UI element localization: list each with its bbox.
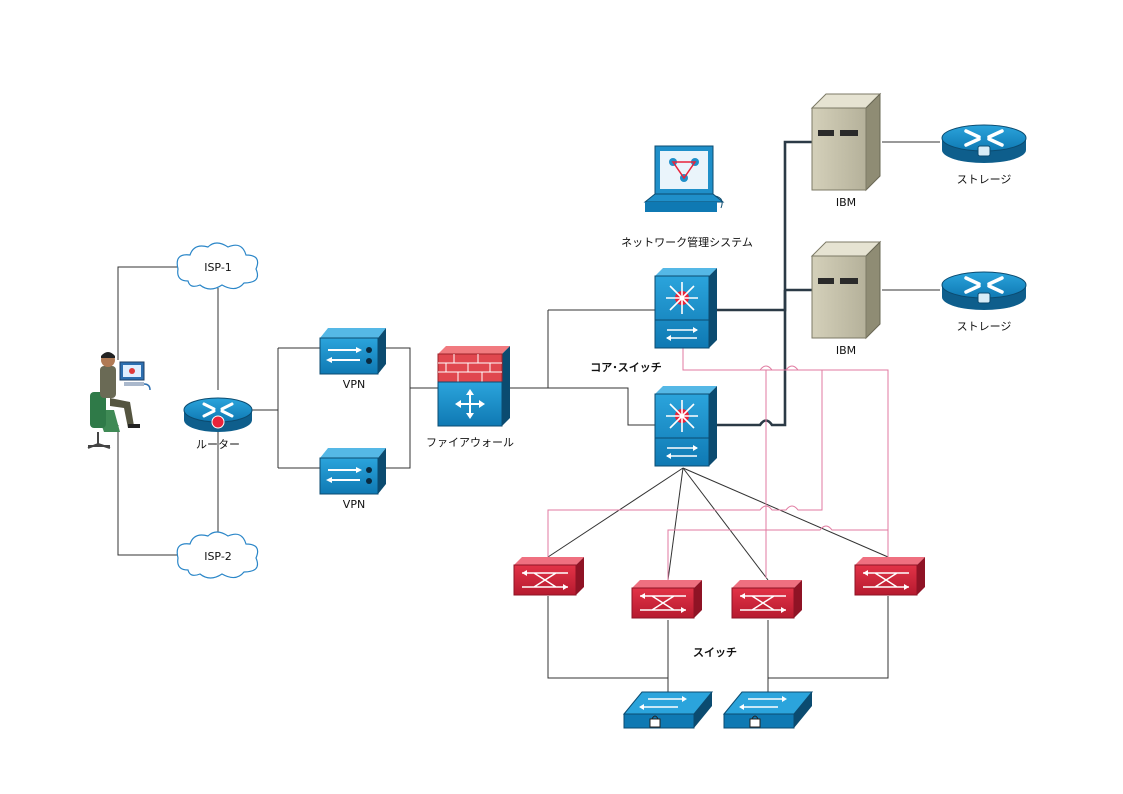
- link-access-locked-2: [767, 596, 889, 700]
- link-core-access-3: [682, 467, 769, 581]
- access-switch-4: [854, 557, 925, 596]
- isp2-label: ISP-2: [204, 550, 232, 563]
- redundant-lines: [547, 348, 889, 580]
- locked-workgroup-switch-icon: [722, 691, 814, 729]
- link-access-locked: [547, 596, 669, 700]
- nms-label: ネットワーク管理システム: [621, 235, 753, 249]
- cloud-icon: [176, 531, 259, 579]
- server-tower-icon: [810, 92, 882, 192]
- access-switch-icon: [731, 580, 802, 619]
- core-switch-top: [654, 268, 717, 349]
- server-top-node: IBM: [810, 92, 882, 209]
- link-user-isp2: [117, 425, 182, 556]
- core-switch-label: コア･スイッチ: [590, 361, 662, 374]
- storage-router-icon: [941, 124, 1027, 163]
- storage-top-node: ストレージ: [941, 124, 1027, 186]
- server-tower-icon: [810, 240, 882, 340]
- vpn-bottom-label: VPN: [343, 498, 365, 511]
- storage-bottom-node: ストレージ: [941, 271, 1027, 333]
- vpn-concentrator-icon: [319, 448, 386, 495]
- storage-router-icon: [941, 271, 1027, 310]
- switch-group-label: スイッチ: [693, 646, 737, 659]
- link-user-isp1: [117, 266, 182, 360]
- firewall-icon: [437, 346, 510, 427]
- locked-switch-left: [622, 691, 714, 729]
- router-icon: [183, 397, 253, 432]
- locked-switch-right: [722, 691, 814, 729]
- server-bottom-node: IBM: [810, 240, 882, 357]
- vpn-bottom-node: VPN: [319, 448, 386, 511]
- storage-bottom-label: ストレージ: [957, 320, 1012, 333]
- vpn-top-node: VPN: [319, 328, 386, 391]
- firewall-label: ファイアウォール: [426, 436, 514, 449]
- vpn-concentrator-icon: [319, 328, 386, 375]
- user-at-workstation-icon: [87, 352, 151, 449]
- cloud-isp1: ISP-1: [176, 242, 259, 290]
- link-firewall-core: [510, 309, 655, 426]
- router-node: ルーター: [183, 397, 253, 451]
- cloud-icon: [176, 242, 259, 290]
- firewall-node: ファイアウォール: [426, 346, 514, 449]
- connection-lines: [117, 141, 940, 700]
- isp1-label: ISP-1: [204, 261, 232, 274]
- access-switch-1: [513, 557, 584, 596]
- link-router-vpn: [252, 347, 320, 469]
- layer3-switch-icon: [654, 386, 717, 467]
- layer3-switch-icon: [654, 268, 717, 349]
- link-core-access-2: [667, 467, 684, 581]
- access-switch-3: [731, 580, 802, 619]
- access-switch-icon: [631, 580, 702, 619]
- link-core-access-4: [682, 467, 889, 558]
- server-top-label: IBM: [836, 196, 856, 209]
- nms-node: ネットワーク管理システム: [621, 145, 753, 249]
- link-vpn-firewall: [386, 347, 438, 469]
- core-switch-bottom: [654, 386, 717, 467]
- server-bottom-label: IBM: [836, 344, 856, 357]
- storage-top-label: ストレージ: [957, 173, 1012, 186]
- vpn-top-label: VPN: [343, 378, 365, 391]
- locked-workgroup-switch-icon: [622, 691, 714, 729]
- network-management-terminal-icon: [643, 145, 725, 212]
- access-switch-icon: [513, 557, 584, 596]
- access-switch-icon: [854, 557, 925, 596]
- router-label: ルーター: [196, 438, 240, 451]
- uplink-lines: [711, 140, 812, 427]
- link-core-access-1: [547, 467, 684, 558]
- cloud-isp2: ISP-2: [176, 531, 259, 579]
- access-switch-2: [631, 580, 702, 619]
